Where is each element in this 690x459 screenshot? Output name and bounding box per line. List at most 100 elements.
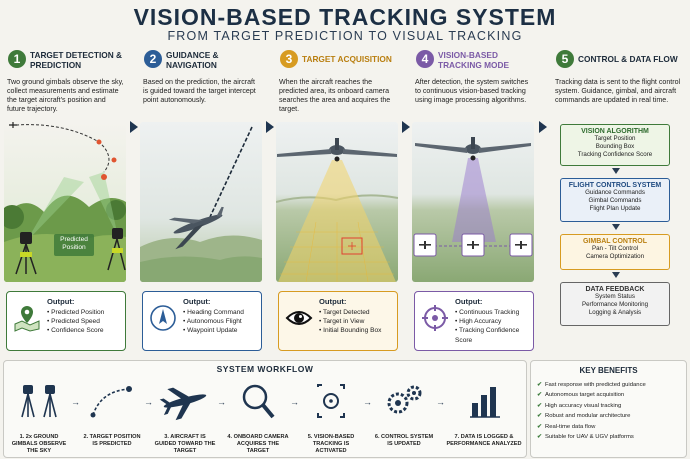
step-2-panel: 2 GUIDANCE & NAVIGATION Based on the pre… xyxy=(140,50,262,351)
step-1-description: Two ground gimbals observe the sky, coll… xyxy=(7,78,124,113)
benefit-text: Robust and modular architecture xyxy=(544,413,631,420)
step-3-output-list: Target Detected Target in View Initial B… xyxy=(319,308,381,336)
check-icon: ✔ xyxy=(537,423,542,430)
check-icon: ✔ xyxy=(537,402,542,409)
workflow-arrow: → xyxy=(71,397,80,407)
workflow-arrow: → xyxy=(436,397,445,407)
step-3-output-title: Output: xyxy=(319,297,347,306)
step-2-header: 2 GUIDANCE & NAVIGATION xyxy=(140,50,262,76)
step-5-header: 5 CONTROL & DATA FLOW xyxy=(552,50,686,76)
list-item: ✔Autonomous target acquisition xyxy=(537,390,646,400)
list-item: Flight Plan Update xyxy=(589,205,641,212)
step-3-panel: 3 TARGET ACQUISITION When the aircraft r… xyxy=(276,50,398,351)
workflow-step-label: 4. ONBOARD CAMERA ACQUIRES THE TARGET xyxy=(227,434,289,454)
gimbals-icon xyxy=(21,385,57,418)
step-3-number: 3 xyxy=(280,50,298,68)
aircraft-icon xyxy=(159,387,207,421)
step-2-number: 2 xyxy=(144,50,162,68)
workflow-step-label: 5. VISION-BASED TRACKING IS ACTIVATED xyxy=(307,434,355,454)
gimbal-control-title: GIMBAL CONTROL xyxy=(582,238,648,245)
step-2-output-list: Heading Command Autonomous Flight Waypoi… xyxy=(183,308,244,336)
list-item: Gimbal Commands xyxy=(588,197,642,204)
workflow-step-label: 2. TARGET POSITION IS PREDICTED xyxy=(83,434,141,447)
data-feedback-box: DATA FEEDBACK System Status Performance … xyxy=(560,282,670,326)
page-title: VISION-BASED TRACKING SYSTEM xyxy=(133,4,557,30)
workflow-step-label: 1. 2x GROUND GIMBALS OBSERVE THE SKY xyxy=(11,434,67,454)
key-benefits-list: ✔Fast response with predicted guidance ✔… xyxy=(537,380,646,442)
page-subtitle: FROM TARGET PREDICTION TO VISUAL TRACKIN… xyxy=(167,29,523,43)
list-item: Initial Bounding Box xyxy=(319,326,381,335)
step-4-panel: 4 VISION-BASED TRACKING MODE After detec… xyxy=(412,50,534,351)
flow-arrow xyxy=(612,272,620,278)
step-3-scene xyxy=(276,122,398,282)
flight-control-title: FLIGHT CONTROL SYSTEM xyxy=(568,182,662,189)
workflow-arrow: → xyxy=(144,397,153,407)
step-5-description: Tracking data is sent to the flight cont… xyxy=(555,78,681,104)
step-4-output-title: Output: xyxy=(455,297,483,306)
list-item: ✔Real-time data flow xyxy=(537,422,646,432)
step-1-output-title: Output: xyxy=(47,297,75,306)
list-item: Logging & Analysis xyxy=(588,309,642,316)
list-item: Predicted Speed xyxy=(47,317,104,326)
step-1-title: TARGET DETECTION & PREDICTION xyxy=(30,50,123,70)
workflow-arrow: → xyxy=(290,397,299,407)
flow-arrow xyxy=(266,121,274,133)
list-item: Bounding Box xyxy=(595,143,635,150)
bar-chart-icon xyxy=(470,387,500,418)
data-feedback-title: DATA FEEDBACK xyxy=(585,286,645,293)
check-icon: ✔ xyxy=(537,382,542,388)
list-item: System Status xyxy=(595,293,635,300)
list-item: Tracking Confidence Score xyxy=(455,326,533,344)
workflow-step-4: 4. ONBOARD CAMERA ACQUIRES THE TARGET xyxy=(227,381,289,455)
step-4-output-list: Continuous Tracking High Accuracy Tracki… xyxy=(455,308,533,345)
step-1-output-list: Predicted Position Predicted Speed Confi… xyxy=(47,308,104,336)
step-5-panel: 5 CONTROL & DATA FLOW Tracking data is s… xyxy=(552,50,686,350)
flight-control-box: FLIGHT CONTROL SYSTEM Guidance Commands … xyxy=(560,178,670,222)
step-2-description: Based on the prediction, the aircraft is… xyxy=(143,78,256,104)
step-1-header: 1 TARGET DETECTION & PREDICTION xyxy=(4,50,126,76)
workflow-step-label: 6. CONTROL SYSTEM IS UPDATED xyxy=(374,434,434,447)
target-icon xyxy=(422,305,448,331)
step-3-title: TARGET ACQUISITION xyxy=(302,54,392,64)
list-item: Heading Command xyxy=(183,308,244,317)
workflow-step-7: 7. DATA IS LOGGED & PERFORMANCE ANALYZED xyxy=(446,381,522,448)
flow-arrow xyxy=(539,121,547,133)
list-item: Target Detected xyxy=(319,308,381,317)
magnifier-icon xyxy=(242,384,275,419)
eye-icon xyxy=(285,311,313,325)
list-item: ✔High accuracy visual tracking xyxy=(537,401,646,411)
benefit-text: Autonomous target acquisition xyxy=(544,392,625,399)
trajectory-icon xyxy=(90,386,132,418)
step-1-scene: Predicted Position xyxy=(4,122,126,282)
gears-icon xyxy=(387,385,422,414)
step-3-header: 3 TARGET ACQUISITION xyxy=(276,50,398,76)
step-4-number: 4 xyxy=(416,50,434,68)
step-1-output-box: Output: Predicted Position Predicted Spe… xyxy=(6,291,126,351)
predicted-position-label: Predicted Position xyxy=(60,236,88,251)
list-item: Guidance Commands xyxy=(585,189,645,196)
list-item: Tracking Confidence Score xyxy=(577,151,653,158)
system-workflow-panel: SYSTEM WORKFLOW 1. 2x GROUND GIMBALS OBS… xyxy=(3,360,527,458)
list-item: Target Position xyxy=(594,135,636,142)
step-2-output-title: Output: xyxy=(183,297,211,306)
step-2-output-box: Output: Heading Command Autonomous Fligh… xyxy=(142,291,262,351)
workflow-step-3: 3. AIRCRAFT IS GUIDED TOWARD THE TARGET xyxy=(154,381,216,455)
list-item: Autonomous Flight xyxy=(183,317,244,326)
step-4-description: After detection, the system switches to … xyxy=(415,78,529,104)
step-1-number: 1 xyxy=(8,50,26,68)
gimbal-control-box: GIMBAL CONTROL Pan - Tilt Control Camera… xyxy=(560,234,670,270)
step-2-scene xyxy=(140,122,262,282)
workflow-arrow: → xyxy=(363,397,372,407)
benefit-text: High accuracy visual tracking xyxy=(544,402,622,409)
list-item: ✔Robust and modular architecture xyxy=(537,411,646,421)
list-item: Target in View xyxy=(319,317,381,326)
crosshair-icon xyxy=(317,384,345,418)
benefit-text: Fast response with predicted guidance xyxy=(544,382,646,388)
step-3-description: When the aircraft reaches the predicted … xyxy=(279,78,391,113)
workflow-arrow: → xyxy=(217,397,226,407)
map-pin-icon xyxy=(14,306,40,332)
list-item: ✔Fast response with predicted guidance xyxy=(537,380,646,390)
check-icon: ✔ xyxy=(537,434,542,441)
list-item: Performance Monitoring xyxy=(581,301,649,308)
flow-arrow xyxy=(130,121,138,133)
